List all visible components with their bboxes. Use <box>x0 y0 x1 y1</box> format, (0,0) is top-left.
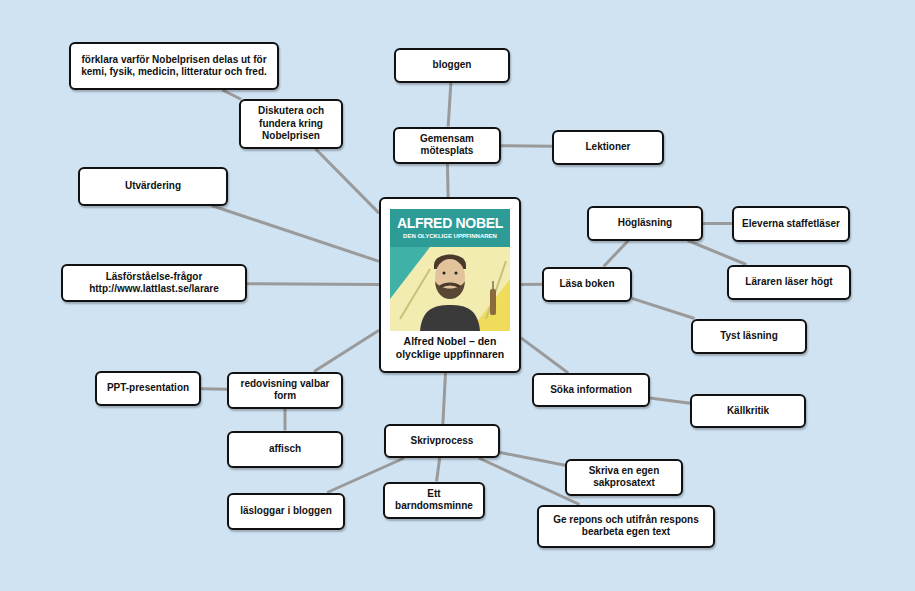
node-text: Tyst läsning <box>720 330 778 343</box>
node-text: Lektioner <box>585 141 630 154</box>
connector-line <box>688 241 747 265</box>
topic-box: bloggen <box>394 48 510 83</box>
connector-line <box>315 149 379 213</box>
connector-line <box>500 452 565 465</box>
node-text: Alfred Nobel – den olycklige uppfinnaren <box>389 335 511 361</box>
topic-box: Läsförståelse-frågor http://www.lattlast… <box>61 264 247 302</box>
topic-box: Diskutera och fundera kring Nobelprisen <box>239 99 343 149</box>
connector-line <box>604 241 629 267</box>
cover-title: DEN OLYCKLIGE UPPFINNAREN <box>390 233 510 239</box>
topic-box: Läraren läser högt <box>727 265 851 300</box>
node-text: Eleverna staffetläser <box>742 218 840 231</box>
topic-box: Utvärdering <box>78 167 228 206</box>
node-text: Läsförståelse-frågor http://www.lattlast… <box>71 271 237 296</box>
connector-line <box>212 206 380 262</box>
cover-title: ALFRED NOBEL <box>390 215 510 231</box>
node-text: redovisning valbar form <box>237 378 333 403</box>
topic-box: Skriva en egen sakprosatext <box>565 459 683 496</box>
topic-box: läsloggar i bloggen <box>227 493 345 530</box>
node-text: Skriva en egen sakprosatext <box>575 465 673 490</box>
connector-line <box>650 398 690 403</box>
node-text: Gemensam mötesplats <box>403 133 491 158</box>
connector-line <box>446 164 450 198</box>
node-text: Utvärdering <box>125 180 181 193</box>
node-text: Högläsning <box>618 217 672 230</box>
topic-box: Ge repons och utifrån respons bearbeta e… <box>537 505 715 548</box>
topic-box: Ett barndomsminne <box>383 482 485 519</box>
topic-box: Eleverna staffetläser <box>732 206 850 242</box>
node-text: Ge repons och utifrån respons bearbeta e… <box>547 514 705 539</box>
node-text: affisch <box>269 443 301 456</box>
connector-line <box>632 298 694 318</box>
topic-box: Tyst läsning <box>691 319 807 354</box>
node-text: Söka information <box>550 384 632 397</box>
connector-line <box>284 409 287 431</box>
book-cover: ALFRED NOBEL DEN OLYCKLIGE UPPFINNAREN <box>390 209 510 331</box>
node-text: Skrivprocess <box>411 435 474 448</box>
topic-box: Gemensam mötesplats <box>393 127 501 164</box>
connector-line <box>222 90 241 99</box>
connector-line <box>501 144 552 148</box>
topic-box: förklara varför Nobelprisen delas ut för… <box>69 42 279 90</box>
node-text: Läsa boken <box>559 278 614 291</box>
topic-box: PPT-presentation <box>95 371 201 406</box>
connector-line <box>448 83 451 127</box>
connector-line <box>703 222 732 225</box>
connector-line <box>314 330 379 371</box>
node-text: läsloggar i bloggen <box>240 505 332 518</box>
central-topic: ALFRED NOBEL DEN OLYCKLIGE UPPFINNAREN Alf… <box>379 197 521 373</box>
node-text: Källkritik <box>727 405 769 418</box>
connector-line <box>247 282 379 286</box>
topic-box: Läsa boken <box>542 267 632 302</box>
connector-line <box>521 283 542 286</box>
topic-box: Lektioner <box>552 130 664 165</box>
node-text: förklara varför Nobelprisen delas ut för… <box>79 54 269 79</box>
connector-line <box>201 387 227 390</box>
topic-box: affisch <box>227 431 343 468</box>
topic-box: Skrivprocess <box>384 424 500 458</box>
node-text: Ett barndomsminne <box>393 488 475 513</box>
node-text: bloggen <box>433 59 472 72</box>
topic-box: Söka information <box>532 373 650 407</box>
node-text: Läraren läser högt <box>745 276 832 289</box>
topic-box: Källkritik <box>690 394 806 428</box>
connector-line <box>443 373 446 424</box>
node-text: Diskutera och fundera kring Nobelprisen <box>249 105 333 143</box>
connector-line <box>521 338 568 373</box>
node-text: PPT-presentation <box>107 382 189 395</box>
connector-line <box>437 458 440 482</box>
topic-box: Högläsning <box>587 206 703 241</box>
topic-box: redovisning valbar form <box>227 372 343 409</box>
